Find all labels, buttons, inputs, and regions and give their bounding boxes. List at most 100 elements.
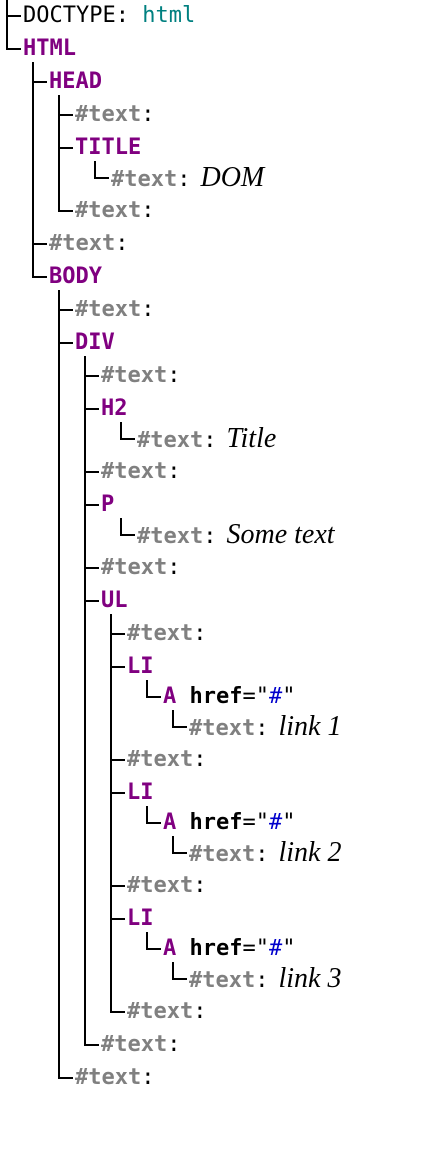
tree-connector-vertical: [84, 356, 86, 1046]
tree-connector-vertical: [110, 614, 112, 1013]
attribute-equals: =: [242, 684, 256, 709]
tree-connector-horizontal: [58, 309, 73, 311]
tree-connector-horizontal: [94, 177, 109, 179]
tree-connector-horizontal: [84, 600, 99, 602]
attribute-equals: =: [242, 810, 256, 835]
tree-connector-vertical: [172, 710, 174, 728]
attribute-name: href: [189, 684, 243, 709]
text-node-colon: :: [141, 198, 155, 223]
tree-connector-horizontal: [172, 726, 187, 728]
text-node-label: #text: [101, 459, 168, 484]
text-node-label: #text: [101, 1032, 168, 1057]
element-tag-name: A: [163, 684, 177, 709]
tree-connector-horizontal: [32, 243, 47, 245]
tree-connector-vertical: [120, 422, 122, 440]
tree-connector-horizontal: [58, 210, 73, 212]
text-node-label: #text: [49, 231, 116, 256]
text-node-label: #text: [75, 198, 142, 223]
attribute-name: href: [189, 936, 243, 961]
tree-connector-horizontal: [58, 1077, 73, 1079]
attribute-name: href: [189, 810, 243, 835]
text-node-content: link 3: [278, 963, 342, 994]
tree-connector-horizontal: [58, 147, 73, 149]
element-tag-name: A: [163, 810, 177, 835]
element-tag-name: HEAD: [49, 69, 102, 94]
tree-node-text: #text:: [127, 620, 206, 648]
tree-connector-horizontal: [84, 567, 99, 569]
tree-node-text: #text:: [75, 296, 154, 324]
text-node-colon: :: [203, 428, 217, 453]
tree-connector-vertical: [146, 680, 148, 698]
attribute-value: #: [268, 684, 283, 709]
tree-node-tag: LI: [127, 905, 154, 933]
tree-connector-horizontal: [146, 948, 161, 950]
tree-connector-vertical: [172, 962, 174, 980]
tree-node-tag: TITLE: [75, 134, 141, 162]
tree-connector-horizontal: [84, 1044, 99, 1046]
attribute-quote-close: ": [282, 810, 296, 835]
text-node-label: #text: [111, 167, 178, 192]
tree-node-text: #text:: [101, 554, 180, 582]
tree-node-tag: LI: [127, 653, 154, 681]
tree-connector-horizontal: [146, 696, 161, 698]
tree-connector-horizontal: [110, 1011, 125, 1013]
text-node-label: #text: [137, 524, 204, 549]
element-tag-name: LI: [127, 780, 154, 805]
element-tag-name: HTML: [23, 36, 76, 61]
tree-connector-vertical: [172, 836, 174, 854]
attribute-quote-close: ": [282, 684, 296, 709]
tree-node-text: #text:DOM: [111, 164, 264, 194]
tree-node-tag: HTML: [23, 35, 76, 63]
text-node-colon: :: [115, 231, 129, 256]
element-tag-name: UL: [101, 588, 128, 613]
tree-connector-vertical: [58, 95, 60, 212]
tree-connector-vertical: [120, 518, 122, 536]
tree-connector-horizontal: [146, 822, 161, 824]
tree-node-doctype: DOCTYPE: html: [23, 2, 195, 30]
tree-connector-horizontal: [84, 408, 99, 410]
tree-node-text: #text:link 3: [189, 965, 341, 995]
tree-connector-vertical: [6, 0, 8, 50]
text-node-label: #text: [137, 428, 204, 453]
text-node-colon: :: [193, 621, 207, 646]
tree-connector-horizontal: [84, 375, 99, 377]
tree-node-tag: A href="#": [163, 935, 295, 963]
text-node-colon: :: [177, 167, 191, 192]
tree-node-tag: UL: [101, 587, 128, 615]
text-node-label: #text: [189, 716, 256, 741]
tree-node-text: #text:: [127, 998, 206, 1026]
text-node-colon: :: [255, 716, 269, 741]
attribute-quote-open: ": [255, 810, 269, 835]
text-node-colon: :: [203, 524, 217, 549]
tree-node-text: #text:Title: [137, 425, 276, 455]
tree-connector-horizontal: [32, 276, 47, 278]
text-node-label: #text: [189, 842, 256, 867]
tree-connector-horizontal: [84, 504, 99, 506]
element-tag-name: TITLE: [75, 135, 142, 160]
tree-connector-horizontal: [32, 81, 47, 83]
text-node-colon: :: [255, 842, 269, 867]
tree-node-text: #text:: [127, 746, 206, 774]
text-node-label: #text: [127, 621, 194, 646]
text-node-colon: :: [193, 873, 207, 898]
element-tag-name: LI: [127, 654, 154, 679]
tree-node-text: #text:: [127, 872, 206, 900]
attribute-value: #: [268, 936, 283, 961]
tree-node-tag: LI: [127, 779, 154, 807]
tree-connector-horizontal: [120, 534, 135, 536]
element-tag-name: A: [163, 936, 177, 961]
tree-connector-horizontal: [110, 885, 125, 887]
tree-node-tag: BODY: [49, 263, 102, 291]
text-node-colon: :: [141, 1065, 155, 1090]
text-node-label: #text: [127, 747, 194, 772]
tree-node-text: #text: link 1: [189, 713, 341, 743]
tree-connector-horizontal: [110, 792, 125, 794]
text-node-label: #text: [127, 999, 194, 1024]
attribute-quote-open: ": [255, 936, 269, 961]
doctype-value: html: [142, 3, 196, 28]
text-node-label: #text: [101, 555, 168, 580]
tree-node-tag: H2: [101, 395, 128, 423]
text-node-content: link 1: [278, 711, 342, 742]
attribute-equals: =: [242, 936, 256, 961]
